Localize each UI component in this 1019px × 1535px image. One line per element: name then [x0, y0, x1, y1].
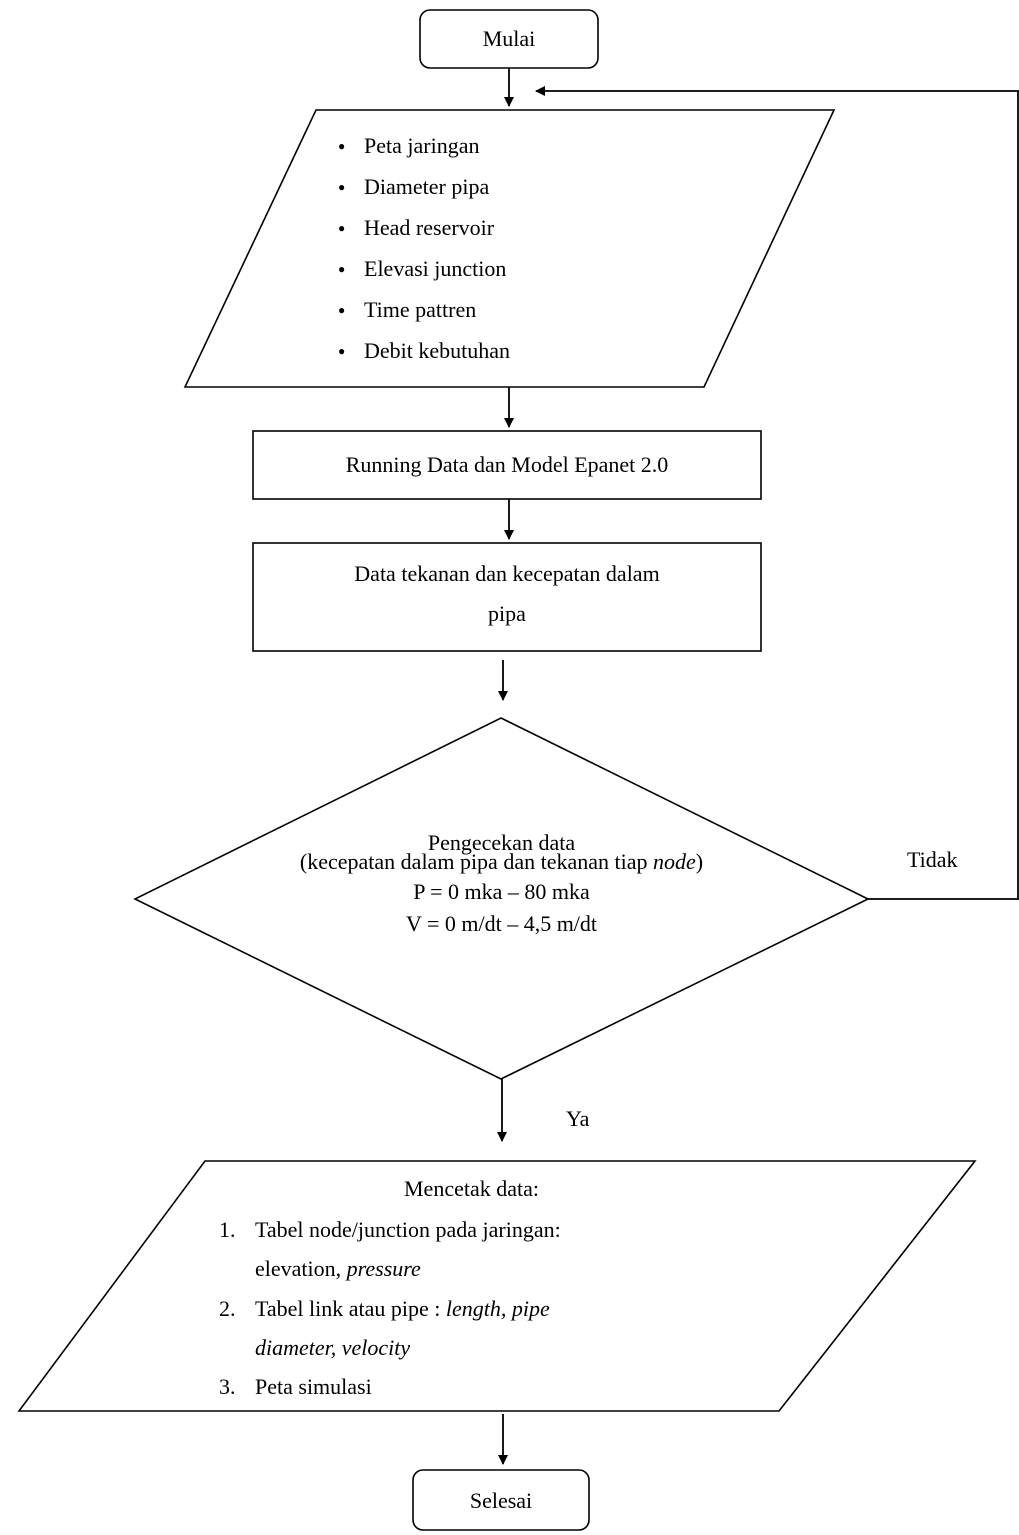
input-item: Peta jaringan	[338, 133, 479, 159]
output-item-number: 3.	[219, 1374, 236, 1399]
input-item: Elevasi junction	[338, 256, 506, 282]
input-item: Head reservoir	[338, 215, 494, 241]
decision-criteria: (kecepatan dalam pipa dan tekanan tiap n…	[299, 849, 704, 874]
end-terminator	[412, 1469, 590, 1531]
output-item1-line1: Tabel node/junction pada jaringan:	[255, 1217, 561, 1242]
output-title: Mencetak data:	[404, 1176, 539, 1201]
input-item: Diameter pipa	[338, 174, 489, 200]
yes-branch-label: Ya	[566, 1106, 590, 1131]
decision-velocity-range: V = 0 m/dt – 4,5 m/dt	[405, 911, 598, 936]
output-item3: Peta simulasi	[255, 1374, 372, 1399]
output-item2-line1: Tabel link atau pipe : length, pipe	[255, 1296, 550, 1321]
output-item2-line2: diameter, velocity	[255, 1335, 411, 1360]
process-data-label-line1: Data tekanan dan kecepatan dalam	[354, 561, 660, 586]
end-label: Selesai	[469, 1488, 533, 1513]
decision-pressure-range: P = 0 mka – 80 mka	[413, 879, 590, 904]
start-label: Mulai	[482, 26, 536, 51]
input-parallelogram	[183, 109, 836, 388]
output-parallelogram	[17, 1160, 977, 1412]
decision-title: Pengecekan data	[427, 830, 576, 855]
output-item1-line2: elevation, pressure	[255, 1256, 421, 1281]
process-running-label: Running Data dan Model Epanet 2.0	[345, 452, 669, 477]
decision-diamond	[133, 717, 870, 1080]
input-item: Time pattren	[338, 297, 476, 323]
process-data-box	[252, 542, 762, 652]
output-item-number: 1.	[219, 1217, 236, 1242]
process-data-label-line2: pipa	[488, 601, 526, 626]
process-running-box	[252, 430, 762, 500]
input-item: Debit kebutuhan	[338, 338, 510, 364]
output-item-number: 2.	[219, 1296, 236, 1321]
no-branch-label: Tidak	[907, 847, 958, 872]
